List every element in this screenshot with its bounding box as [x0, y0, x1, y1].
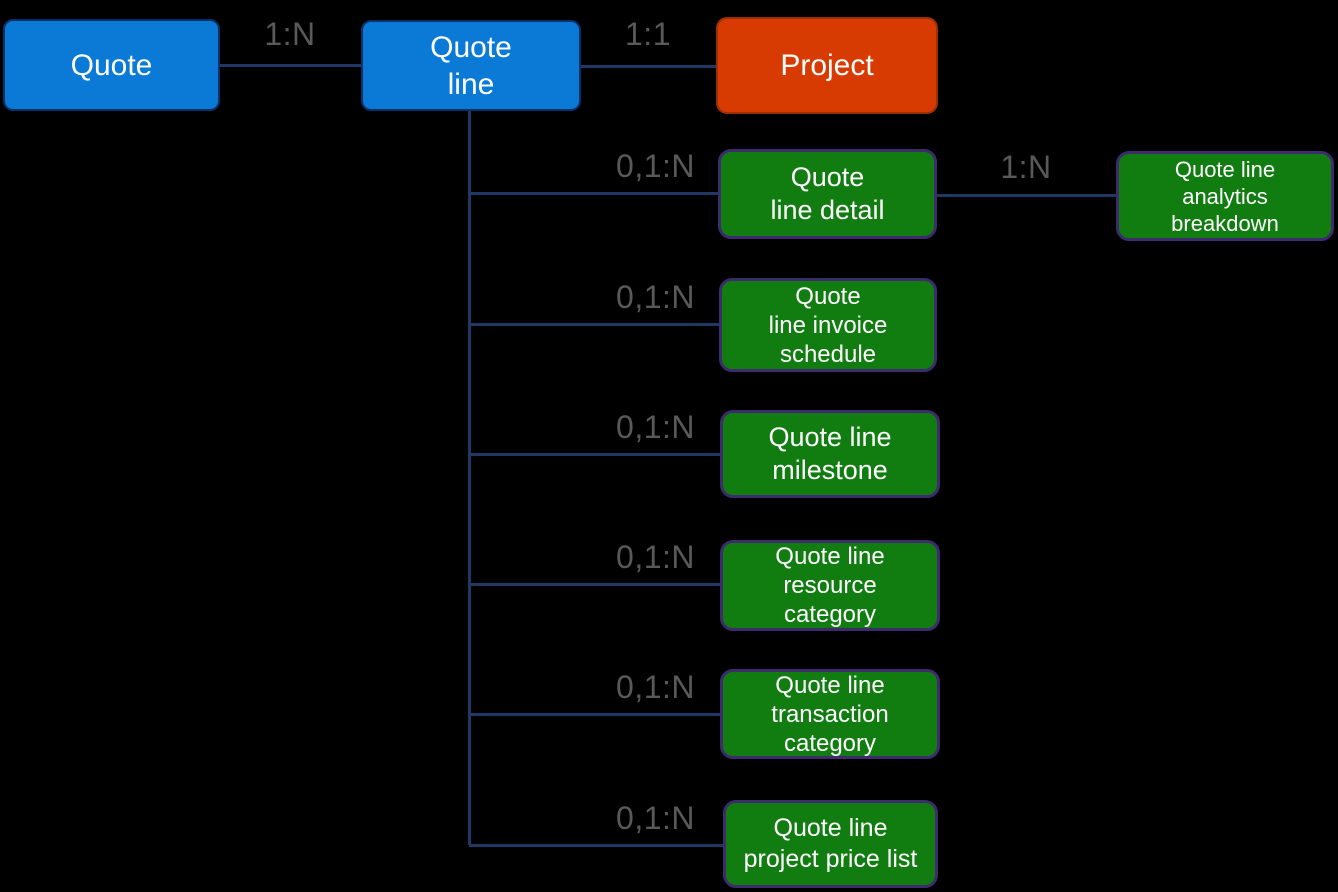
entity-node-label: category — [783, 729, 877, 757]
cardinality-quote-quoteline-label: 1:N — [264, 16, 316, 52]
entity-node-label: Quote — [430, 30, 512, 64]
cardinality-quoteline-project-label: 1:1 — [625, 16, 671, 52]
entity-node-label: transaction — [771, 700, 889, 728]
entity-node-label: Quote — [795, 282, 861, 310]
cardinality-project-price-list-label: 0,1:N — [616, 800, 695, 836]
entity-node-label: Quote — [70, 48, 153, 82]
entity-node-label: breakdown — [1171, 210, 1279, 236]
entity-node-label: milestone — [772, 455, 888, 485]
entity-node-label: project price list — [743, 845, 918, 873]
entity-node-label: line detail — [770, 195, 885, 225]
cardinality-resource-category-label: 0,1:N — [616, 539, 695, 575]
entity-node-label: resource — [783, 572, 877, 599]
entity-node-label: schedule — [779, 340, 877, 368]
connector-branch-detail — [469, 191, 718, 195]
connector-branch-resource-category — [469, 582, 720, 586]
entity-node-label: analytics — [1182, 183, 1268, 209]
entity-node-label: Quote line — [1174, 156, 1276, 182]
cardinality-invoice-schedule-label: 0,1:N — [616, 279, 695, 315]
entity-node-quote-line-project-price-list: Quote line project price list — [723, 800, 938, 888]
connector-branch-milestone — [469, 452, 720, 456]
connector-quote-line-trunk — [467, 111, 471, 845]
entity-node-label: Quote line — [775, 543, 885, 570]
connector-branch-invoice-schedule — [469, 322, 719, 326]
entity-node-label: Quote line — [768, 422, 892, 452]
connector-quote-to-quote-line — [220, 63, 361, 67]
cardinality-detail-analytics-label: 1:N — [1000, 149, 1052, 185]
connector-branch-transaction-category — [469, 712, 720, 716]
connector-branch-project-price-list — [469, 843, 723, 847]
connector-detail-to-analytics — [937, 193, 1116, 197]
cardinality-milestone-label: 0,1:N — [616, 409, 695, 445]
entity-node-label: line invoice — [768, 311, 888, 339]
connector-quote-line-to-project — [581, 64, 716, 68]
entity-node-quote: Quote — [3, 19, 220, 111]
entity-node-label: Quote — [790, 162, 865, 192]
entity-node-label: line — [447, 67, 495, 101]
entity-node-label: Quote line — [775, 671, 885, 699]
entity-node-label: Project — [780, 49, 874, 82]
entity-node-label: Quote line — [773, 814, 888, 842]
entity-node-project: Project — [716, 17, 938, 114]
entity-node-label: category — [783, 601, 877, 628]
cardinality-detail-label: 0,1:N — [616, 148, 695, 184]
cardinality-transaction-category-label: 0,1:N — [616, 669, 695, 705]
